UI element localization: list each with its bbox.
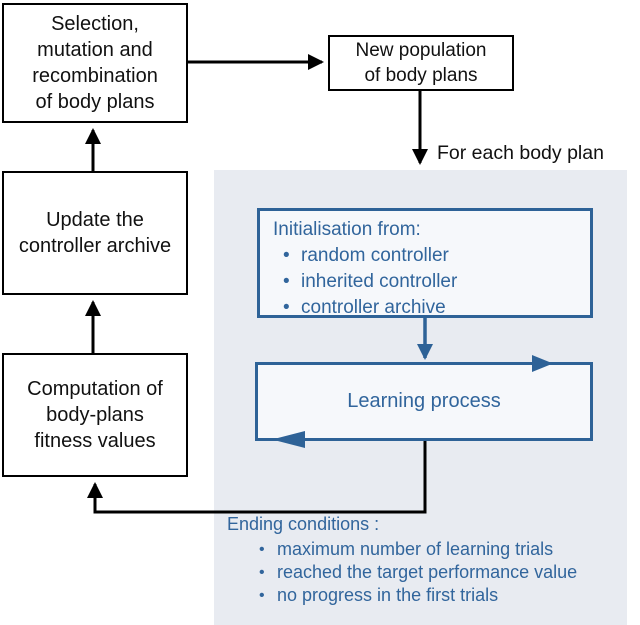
selection-box-line: Selection, [51,13,139,35]
initialisation-bullet: controller archive [281,295,582,321]
computation-box-line: body-plans [46,404,144,426]
new-population-box-line: New population [355,40,487,61]
initialisation-title: Initialisation from: [273,219,421,240]
ending-condition-bullet: no progress in the first trials [257,584,622,607]
ending-condition-bullet: reached the target performance value [257,561,622,584]
learning-process-box: Learning process [255,362,593,441]
initialisation-bullet-list: random controller inherited controller c… [273,243,582,321]
computation-box-line: Computation of [27,378,163,400]
update-box-line: controller archive [18,235,172,257]
for-each-body-plan-label: For each body plan [437,142,604,164]
initialisation-box: Initialisation from: random controller i… [257,208,593,321]
computation-box-line: fitness values [34,430,156,452]
ending-conditions-list: maximum number of learning trials reache… [227,538,622,607]
ending-conditions-block: Ending conditions : maximum number of le… [227,513,622,607]
learning-process-label: Learning process [347,390,501,412]
selection-box-line: of body plans [35,91,155,113]
new-population-box: New population of body plans [328,35,514,91]
selection-box-line: mutation and [37,39,153,61]
ending-conditions-title: Ending conditions : [227,514,380,534]
computation-fitness-box: Computation of body-plans fitness values [2,353,188,477]
selection-mutation-box: Selection, mutation and recombination of… [2,3,188,123]
selection-box-line: recombination [32,65,158,87]
initialisation-bullet: inherited controller [281,269,582,295]
new-population-box-line: of body plans [364,65,478,86]
initialisation-bullet: random controller [281,243,582,269]
ending-condition-bullet: maximum number of learning trials [257,538,622,561]
update-box-line: Update the [46,209,144,231]
update-controller-archive-box: Update the controller archive [2,171,188,295]
